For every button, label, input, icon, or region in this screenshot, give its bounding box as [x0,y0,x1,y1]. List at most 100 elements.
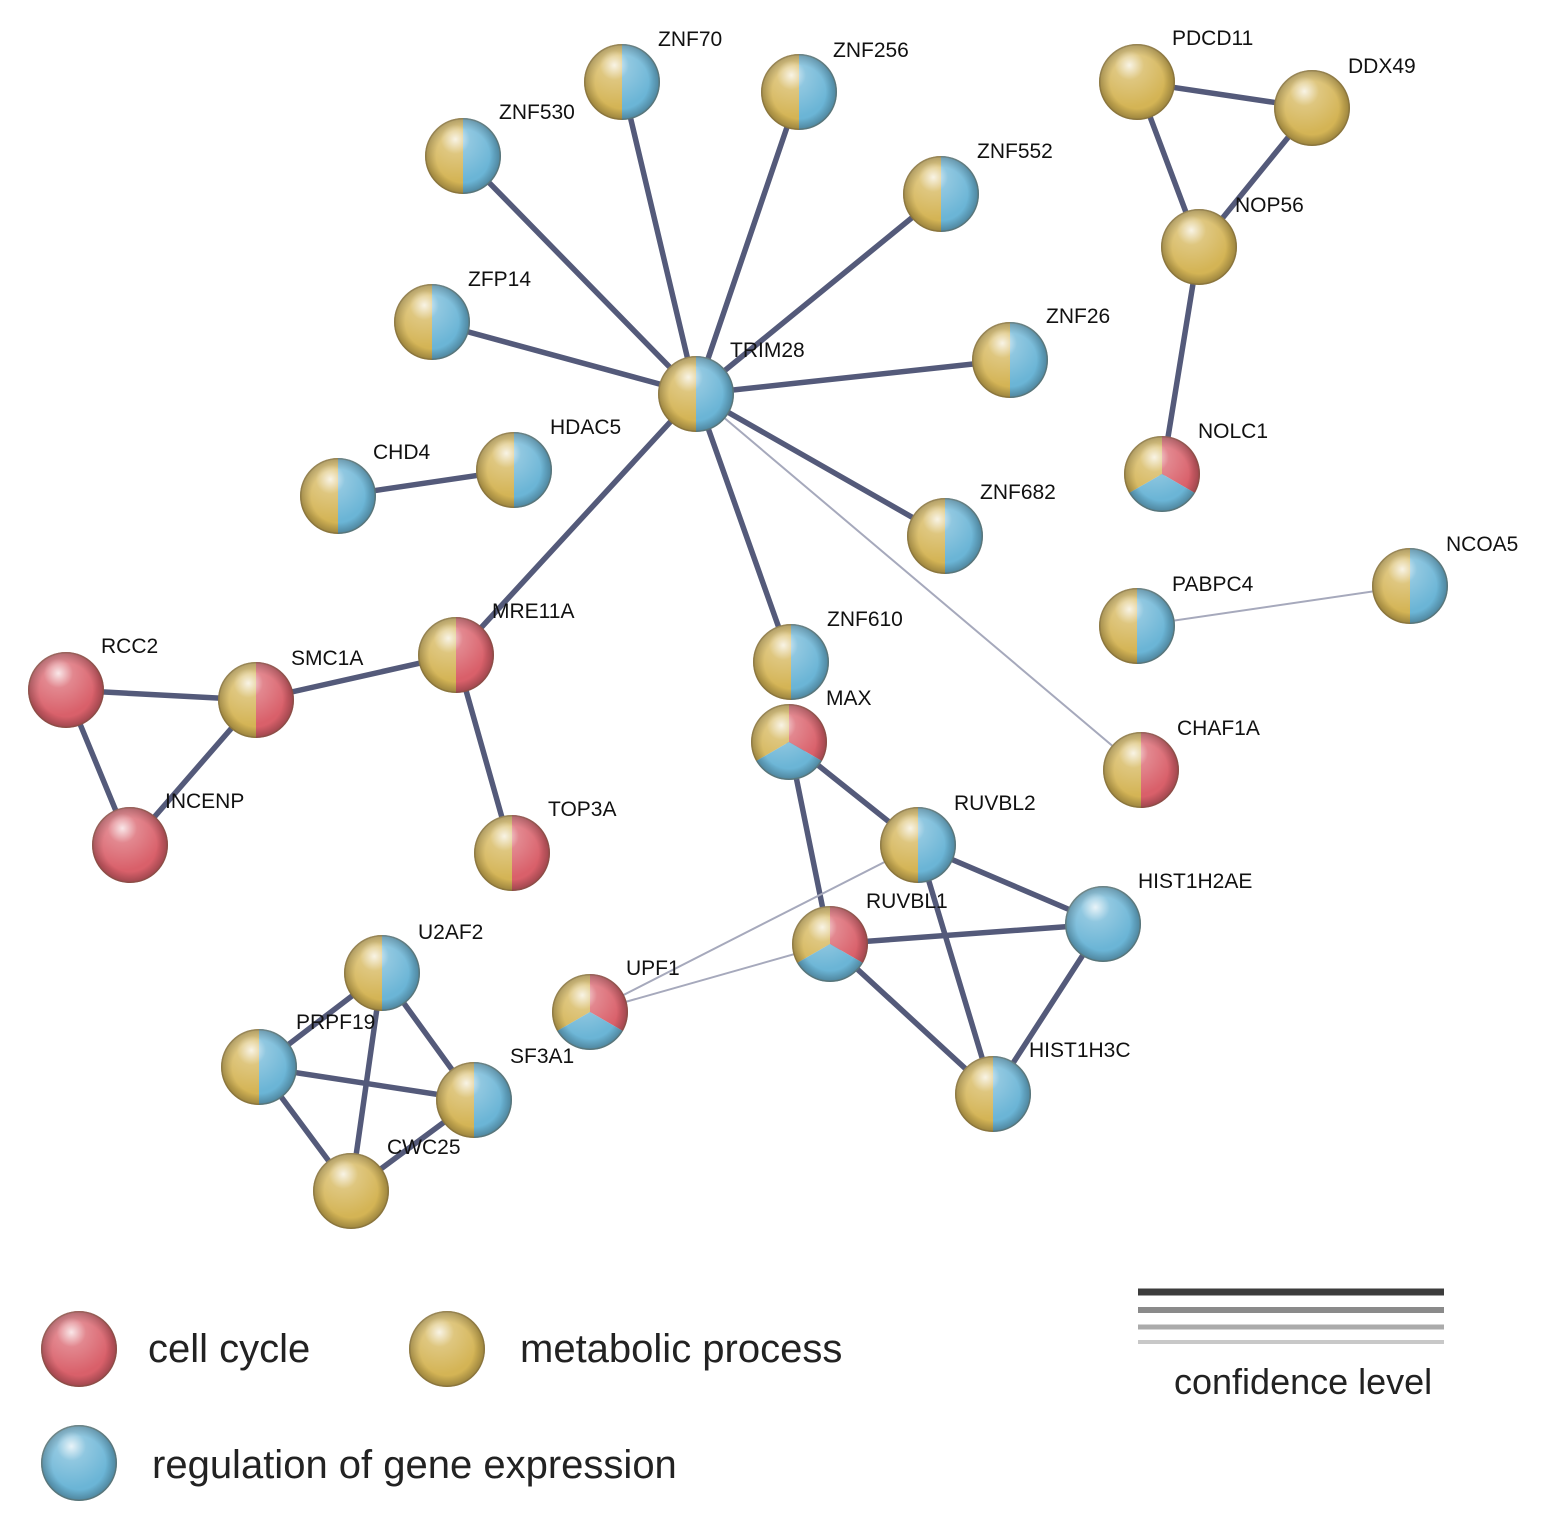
node-znf682[interactable]: ZNF682 [907,481,1056,574]
legend-swatch-metabolic-process-outline [409,1311,485,1387]
node-znf530-ball [425,118,501,194]
node-znf552-ball [903,156,979,232]
node-label-ruvbl1: RUVBL1 [866,890,948,913]
node-znf610-ball-gloss [753,624,829,700]
node-pdcd11-ball-outline [1099,44,1175,120]
node-incenp[interactable]: INCENP [92,790,244,883]
node-nolc1[interactable]: NOLC1 [1124,420,1268,512]
node-hist1h2ae-ball-gloss [1065,886,1141,962]
node-sf3a1-ball [436,1062,512,1138]
node-pdcd11[interactable]: PDCD11 [1099,27,1253,120]
node-znf610[interactable]: ZNF610 [753,608,903,700]
legend-label-cell-cycle: cell cycle [148,1327,310,1371]
legend-swatch-regulation-of-gene-expression-outline [41,1425,117,1501]
node-znf552[interactable]: ZNF552 [903,140,1053,232]
node-hist1h3c-ball [955,1056,1031,1132]
node-sf3a1-ball-gloss [436,1062,512,1138]
node-ruvbl2[interactable]: RUVBL2 [880,792,1036,883]
node-hdac5-ball-gloss [476,432,552,508]
node-ncoa5[interactable]: NCOA5 [1372,533,1518,624]
node-zfp14-ball-outline [394,284,470,360]
node-label-chaf1a: CHAF1A [1177,717,1260,740]
legend-item-cell-cycle: cell cycle [41,1311,310,1387]
node-label-znf610: ZNF610 [827,608,903,631]
node-max[interactable]: MAX [750,687,872,780]
node-u2af2[interactable]: U2AF2 [344,921,483,1011]
node-rcc2-ball-gloss [28,652,104,728]
node-cwc25[interactable]: CWC25 [313,1136,461,1229]
node-nop56[interactable]: NOP56 [1161,194,1304,285]
node-label-pabpc4: PABPC4 [1172,573,1254,596]
node-chd4[interactable]: CHD4 [300,441,430,534]
node-max-ball-outline [751,704,827,780]
edge-ruvbl2-hist1h3c [915,842,996,1097]
node-pabpc4-ball-outline [1099,588,1175,664]
node-smc1a[interactable]: SMC1A [218,647,363,738]
edge-ruvbl1-upf1 [589,943,831,1013]
node-hist1h2ae[interactable]: HIST1H2AE [1065,870,1252,962]
node-trim28-ball-outline [658,356,734,432]
node-label-ddx49: DDX49 [1348,55,1416,78]
edge-nop56-nolc1 [1159,244,1202,477]
node-znf70[interactable]: ZNF70 [584,28,722,120]
node-nolc1-ball-outline [1124,436,1200,512]
node-zfp14-ball-gloss [394,284,470,360]
edge-trim28-znf610 [693,391,794,665]
node-label-znf70: ZNF70 [658,28,722,51]
node-pdcd11-ball [1099,44,1175,120]
node-mre11a-ball-gloss [418,617,494,693]
node-top3a[interactable]: TOP3A [474,798,616,891]
node-label-znf682: ZNF682 [980,481,1056,504]
node-smc1a-ball-outline [218,662,294,738]
node-label-prpf19: PRPF19 [296,1011,375,1034]
node-zfp14-ball [394,284,470,360]
node-trim28[interactable]: TRIM28 [658,339,805,432]
node-ruvbl1[interactable]: RUVBL1 [792,890,948,982]
node-ddx49-ball-gloss [1274,70,1350,146]
node-mre11a-ball-outline [418,617,494,693]
node-znf256[interactable]: ZNF256 [761,39,909,130]
node-label-top3a: TOP3A [548,798,616,821]
node-rcc2[interactable]: RCC2 [28,635,158,728]
node-label-upf1: UPF1 [626,957,680,980]
node-hdac5[interactable]: HDAC5 [476,416,621,508]
legend-swatch-metabolic-process-gloss [409,1311,485,1387]
node-incenp-ball-outline [92,807,168,883]
legend-swatch-cell-cycle [41,1311,117,1387]
node-cwc25-ball [313,1153,389,1229]
node-znf26[interactable]: ZNF26 [972,305,1110,398]
node-nolc1-ball-gloss [1124,436,1200,512]
node-znf530-ball-outline [425,118,501,194]
node-pabpc4[interactable]: PABPC4 [1099,573,1254,664]
node-ddx49[interactable]: DDX49 [1274,55,1416,146]
node-smc1a-ball-gloss [218,662,294,738]
node-mre11a[interactable]: MRE11A [418,600,574,693]
node-hist1h3c[interactable]: HIST1H3C [955,1039,1131,1132]
metabolic-process-swatch [409,1311,485,1387]
node-znf530[interactable]: ZNF530 [425,101,575,194]
node-u2af2-ball-gloss [344,935,420,1011]
node-znf682-ball-gloss [907,498,983,574]
node-top3a-ball-outline [474,815,550,891]
node-top3a-ball [474,815,550,891]
node-label-znf530: ZNF530 [499,101,575,124]
node-ncoa5-ball [1372,548,1448,624]
node-upf1-ball [552,974,628,1050]
node-ncoa5-ball-gloss [1372,548,1448,624]
node-prpf19[interactable]: PRPF19 [221,1011,375,1105]
node-sf3a1[interactable]: SF3A1 [436,1045,574,1138]
node-label-trim28: TRIM28 [730,339,805,362]
node-znf530-ball-gloss [425,118,501,194]
node-upf1[interactable]: UPF1 [552,957,680,1050]
node-nop56-ball [1161,209,1237,285]
node-prpf19-ball [221,1029,297,1105]
node-label-mre11a: MRE11A [492,600,574,623]
node-zfp14[interactable]: ZFP14 [394,268,531,360]
legend-item-regulation-of-gene-expression: regulation of gene expression [41,1425,677,1501]
node-incenp-ball-gloss [92,807,168,883]
edge-trim28-znf530 [460,153,699,397]
edge-pabpc4-ncoa5 [1136,585,1411,627]
node-chaf1a[interactable]: CHAF1A [1103,717,1260,808]
